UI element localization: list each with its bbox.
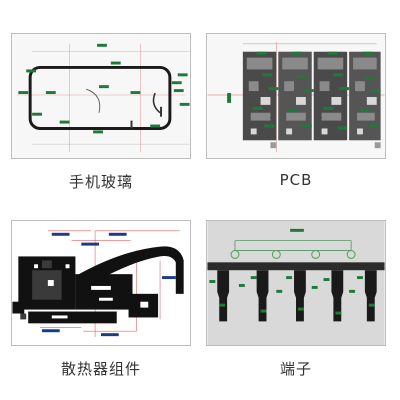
gallery-card-heatsink: 散热器组件 bbox=[11, 220, 191, 379]
caption-phone-glass: 手机玻璃 bbox=[68, 173, 133, 191]
caption-pcb: PCB bbox=[279, 171, 313, 189]
pcb-image bbox=[206, 33, 386, 159]
terminal-illustration bbox=[207, 221, 385, 345]
phone-glass-illustration bbox=[12, 34, 190, 158]
caption-heatsink: 散热器组件 bbox=[60, 360, 141, 378]
pcb-illustration bbox=[207, 34, 385, 158]
heatsink-illustration bbox=[12, 221, 190, 345]
gallery-card-pcb: PCB bbox=[206, 33, 386, 189]
gallery-card-phone-glass: 手机玻璃 bbox=[11, 33, 191, 192]
heatsink-image bbox=[11, 220, 191, 346]
gallery-card-terminal: 端子 bbox=[206, 220, 386, 379]
phone-glass-image bbox=[11, 33, 191, 159]
terminal-image bbox=[206, 220, 386, 346]
caption-terminal: 端子 bbox=[279, 360, 312, 378]
